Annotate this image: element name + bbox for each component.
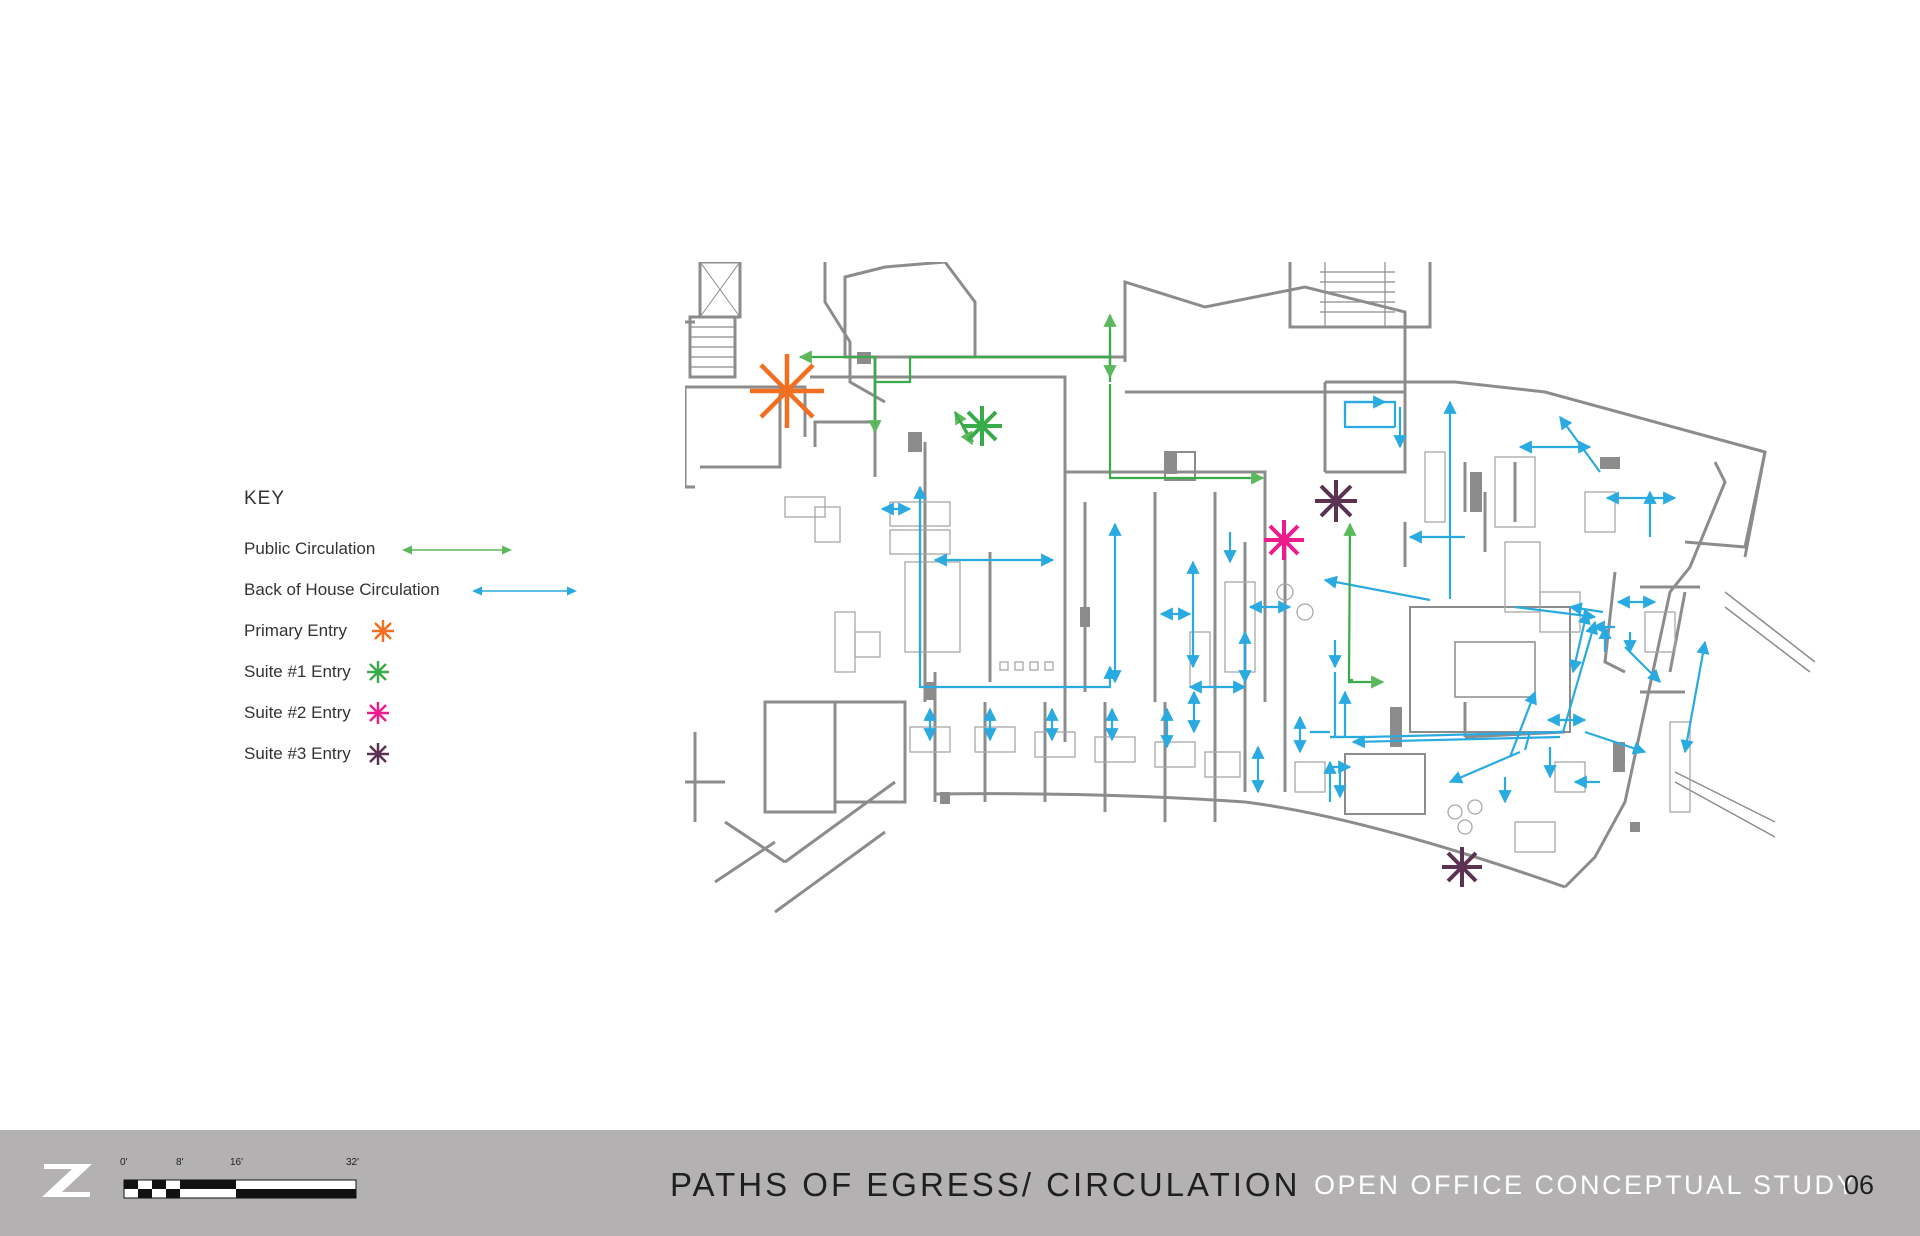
suite3-entry-marker-north (1315, 480, 1357, 522)
blue-double-arrow-icon (472, 586, 577, 596)
green-double-arrow-icon (402, 545, 512, 555)
suite2-entry-marker (1264, 520, 1304, 560)
suite1-entry-marker (962, 406, 1002, 446)
green-asterisk-icon (367, 661, 389, 683)
orange-asterisk-icon (372, 620, 394, 642)
legend-item-suite2-entry: Suite #2 Entry (244, 699, 604, 729)
legend-label: Public Circulation (244, 539, 376, 558)
legend-label: Back of House Circulation (244, 580, 440, 599)
footer-bar: 0' 8' 16' 32' PATHS OF EGRESS/ CIRCULATI… (0, 1130, 1920, 1236)
floor-plan (685, 262, 1815, 914)
legend-item-suite3-entry: Suite #3 Entry (244, 740, 604, 770)
legend-title: KEY (244, 488, 286, 509)
page-title: PATHS OF EGRESS/ CIRCULATION (670, 1166, 1301, 1203)
public-paths (798, 313, 1385, 689)
page-number: 06 (1844, 1170, 1875, 1200)
legend-label: Suite #2 Entry (244, 703, 351, 722)
suite3-entry-marker-south (1442, 847, 1482, 887)
legend-label: Suite #1 Entry (244, 662, 351, 681)
magenta-asterisk-icon (367, 702, 389, 724)
scale-label-32: 32' (346, 1157, 359, 1168)
legend-item-primary-entry: Primary Entry (244, 617, 604, 647)
legend-item-suite1-entry: Suite #1 Entry (244, 658, 604, 688)
primary-entry-marker (750, 354, 824, 428)
scale-bar: 0' 8' 16' 32' (120, 1157, 359, 1199)
project-subtitle: OPEN OFFICE CONCEPTUAL STUDY (1314, 1170, 1858, 1200)
scale-label-0: 0' (120, 1157, 128, 1168)
purple-asterisk-icon (367, 743, 389, 765)
legend-label: Primary Entry (244, 621, 347, 640)
scale-label-8: 8' (176, 1157, 184, 1168)
legend-item-public-circulation: Public Circulation (244, 535, 604, 565)
back-of-house-paths (880, 395, 1710, 804)
scale-label-16: 16' (230, 1157, 243, 1168)
legend-item-back-of-house: Back of House Circulation (244, 576, 604, 606)
walls (685, 262, 1815, 914)
z-logo-icon (42, 1164, 92, 1197)
legend-label: Suite #3 Entry (244, 744, 351, 763)
